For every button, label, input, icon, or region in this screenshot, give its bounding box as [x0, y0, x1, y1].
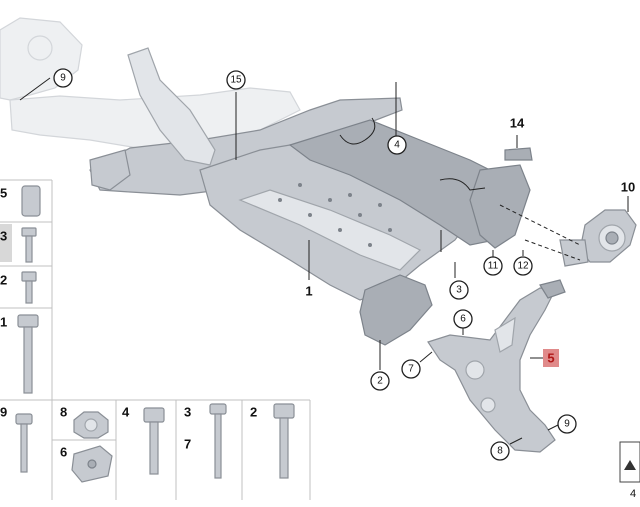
svg-text:6: 6: [460, 314, 466, 325]
bushing-bracket-part: [559, 209, 637, 267]
svg-text:4: 4: [122, 405, 130, 420]
grid-cell-3-bottom[interactable]: 3 7: [184, 403, 227, 479]
svg-text:1: 1: [305, 284, 312, 299]
grid-cell-1[interactable]: 1: [0, 314, 39, 394]
callout-1[interactable]: 1: [305, 284, 312, 299]
svg-text:8: 8: [497, 446, 503, 457]
callout-7[interactable]: 7: [401, 359, 421, 379]
svg-text:4: 4: [630, 488, 636, 500]
svg-text:2: 2: [250, 405, 257, 420]
grid-cell-4[interactable]: 4: [122, 405, 165, 475]
parts-grid-left-column: 5 3 2 1: [0, 179, 53, 401]
grid-cell-2[interactable]: 2: [0, 271, 37, 304]
bracket-plate-part: [504, 147, 533, 161]
svg-text:3: 3: [456, 285, 462, 296]
callout-9-bottom[interactable]: 9: [557, 414, 577, 434]
callout-8[interactable]: 8: [490, 441, 510, 461]
svg-text:10: 10: [621, 180, 635, 195]
ghost-body-structure: [0, 17, 301, 151]
subframe-holes: [278, 183, 392, 247]
parts-grid-bottom-row: 9 8 6 4 3 7 2: [0, 399, 311, 500]
svg-text:14: 14: [510, 116, 525, 131]
svg-text:15: 15: [230, 75, 242, 86]
callout-3-main[interactable]: 3: [449, 280, 469, 300]
svg-text:4: 4: [394, 140, 400, 151]
callout-9-top[interactable]: 9: [53, 68, 73, 88]
callout-5[interactable]: 5: [543, 349, 559, 367]
grid-cell-9[interactable]: 9: [0, 405, 33, 473]
corner-document-icon: 4: [619, 441, 640, 500]
svg-text:12: 12: [517, 261, 529, 272]
svg-text:7: 7: [184, 437, 191, 452]
callout-11[interactable]: 11: [483, 256, 503, 276]
svg-text:6: 6: [60, 445, 67, 460]
callout-6[interactable]: 6: [453, 309, 473, 329]
svg-text:9: 9: [60, 73, 66, 84]
callout-14[interactable]: 14: [510, 116, 525, 131]
svg-text:3: 3: [184, 405, 191, 420]
callout-10[interactable]: 10: [621, 180, 635, 195]
front-subframe: [89, 47, 531, 346]
svg-text:1: 1: [0, 315, 7, 330]
grid-cell-8[interactable]: 8: [60, 405, 109, 439]
svg-text:5: 5: [0, 186, 7, 201]
callout-4[interactable]: 4: [387, 135, 407, 155]
grid-cell-3[interactable]: 3: [0, 224, 37, 263]
control-arm-part: [427, 279, 566, 453]
svg-text:7: 7: [408, 364, 414, 375]
callout-2-main[interactable]: 2: [370, 371, 390, 391]
svg-text:2: 2: [0, 273, 7, 288]
grid-cell-6[interactable]: 6: [60, 445, 113, 483]
callout-12[interactable]: 12: [513, 256, 533, 276]
svg-text:2: 2: [377, 376, 383, 387]
grid-cell-5[interactable]: 5: [0, 185, 41, 217]
svg-text:9: 9: [564, 419, 570, 430]
grid-cell-2-bottom[interactable]: 2: [250, 403, 295, 479]
svg-text:3: 3: [0, 229, 7, 244]
callout-15[interactable]: 15: [226, 70, 246, 90]
svg-text:9: 9: [0, 405, 7, 420]
svg-text:5: 5: [547, 351, 554, 366]
svg-text:8: 8: [60, 405, 67, 420]
svg-text:11: 11: [488, 261, 499, 272]
